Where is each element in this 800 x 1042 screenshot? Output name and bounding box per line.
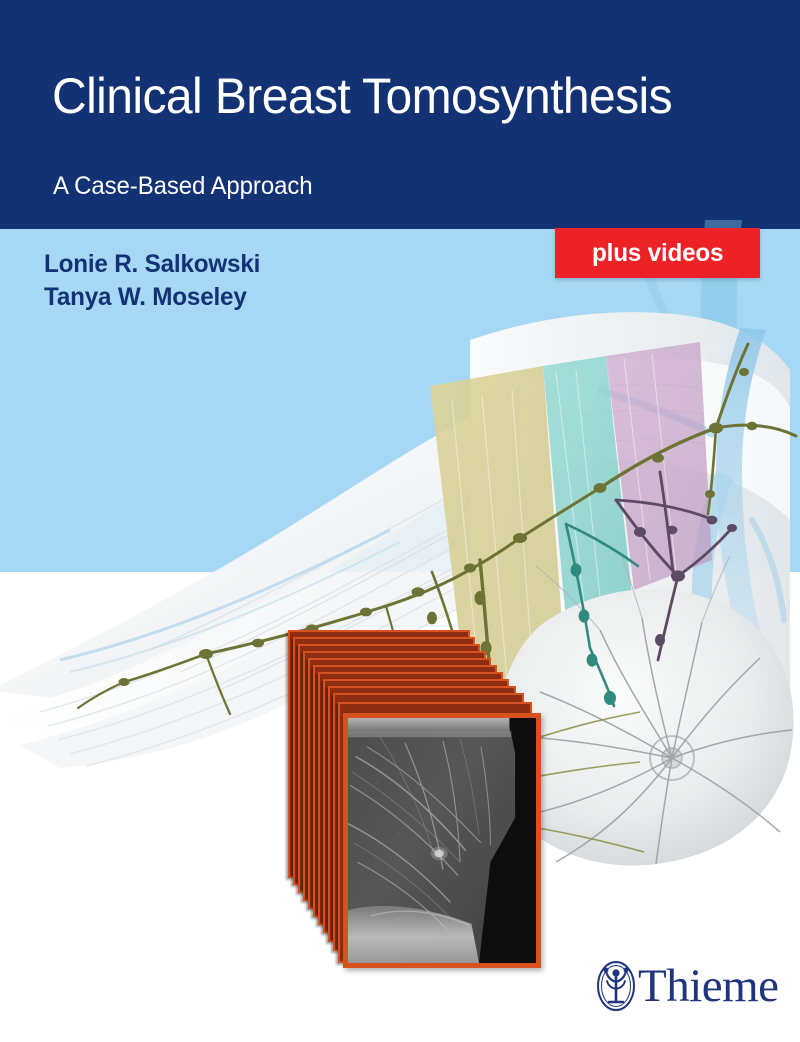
tomosynthesis-slice-stack <box>288 630 553 975</box>
plus-videos-label: plus videos <box>591 238 724 267</box>
author-name: Tanya W. Moseley <box>44 282 247 311</box>
plus-videos-badge: plus videos <box>555 228 760 278</box>
subtitle: A Case-Based Approach <box>53 172 313 200</box>
thieme-tree-emblem-icon <box>597 961 635 1011</box>
page-title: Clinical Breast Tomosynthesis <box>52 67 673 124</box>
navy-header-band <box>0 0 800 229</box>
publisher-name: Thieme <box>638 959 779 1012</box>
authors-list: Lonie R. Salkowski Tanya W. Moseley <box>44 248 260 313</box>
publisher-logo: Thieme <box>595 958 785 1014</box>
mammogram-slice-image <box>343 713 541 968</box>
author-name: Lonie R. Salkowski <box>44 250 261 278</box>
